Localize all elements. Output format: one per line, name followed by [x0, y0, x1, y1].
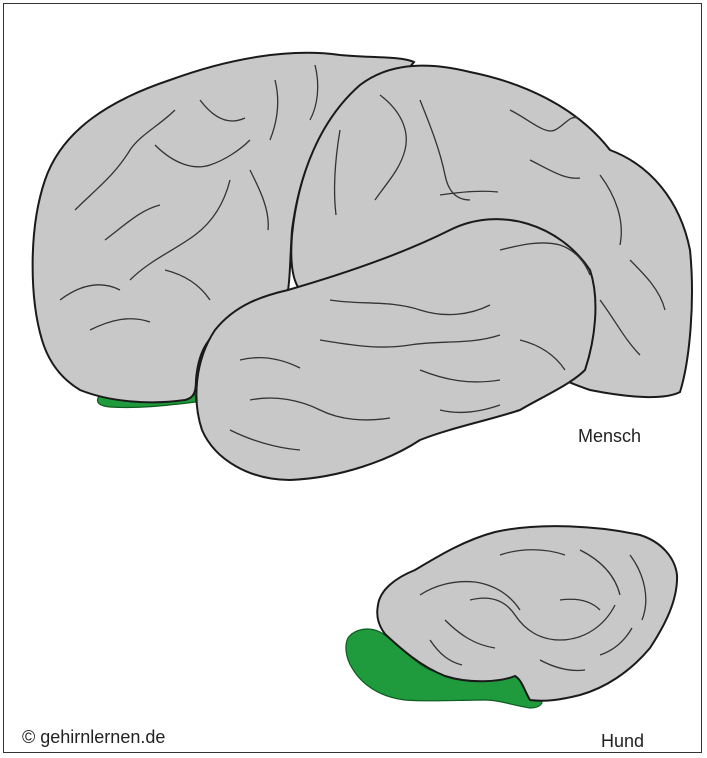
copyright-notice: © gehirnlernen.de	[22, 727, 165, 748]
human-label: Mensch	[578, 426, 641, 447]
dog-label: Hund	[601, 731, 644, 752]
